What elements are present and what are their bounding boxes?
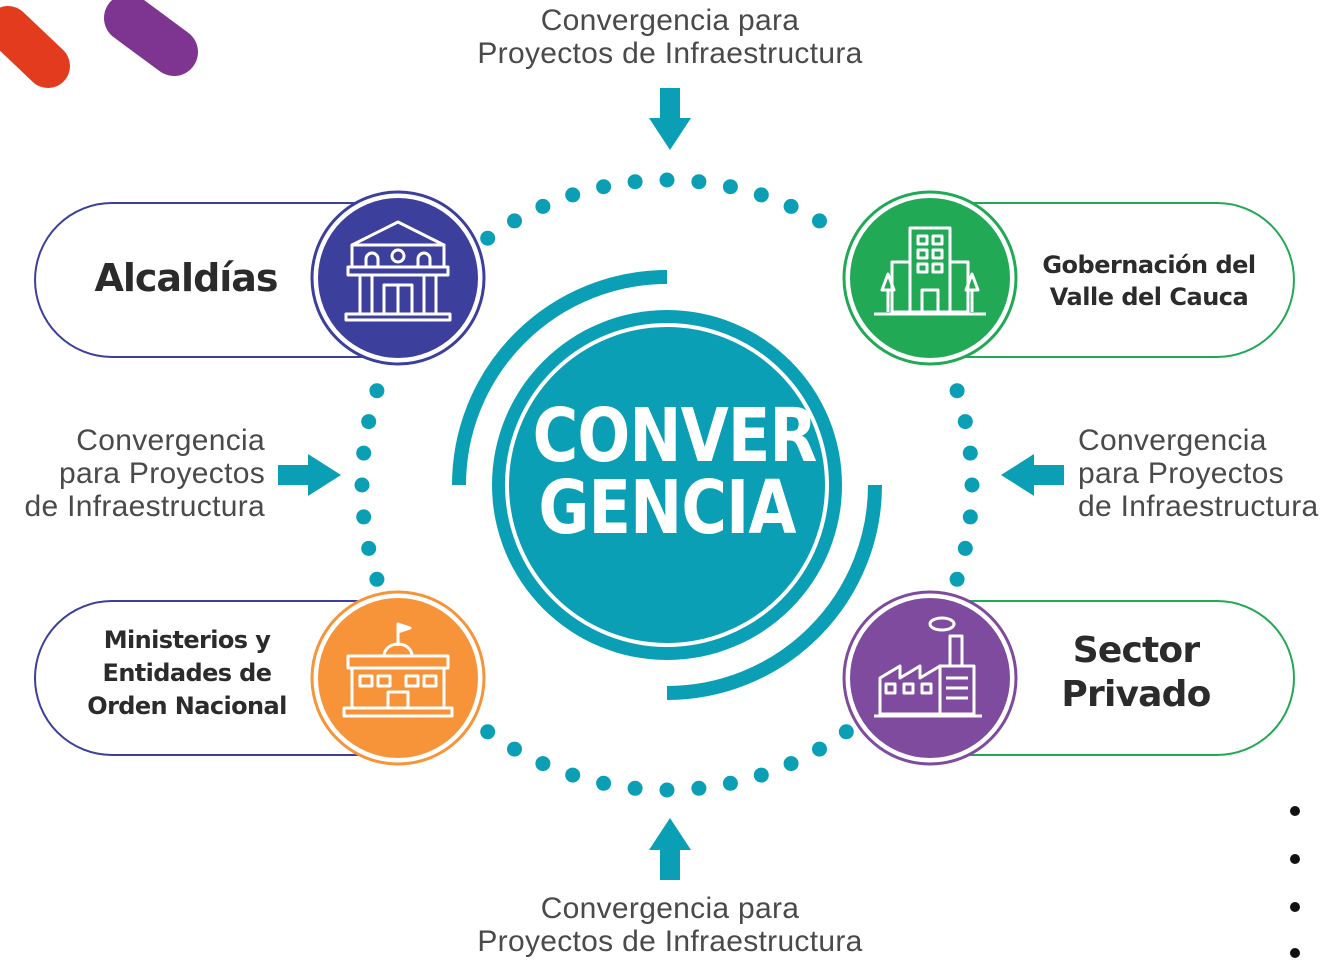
office-building-icon xyxy=(874,226,986,316)
ring-dot xyxy=(369,571,385,587)
government-building-icon xyxy=(342,622,454,718)
page-indicator-dots xyxy=(1288,800,1304,962)
ring-dot xyxy=(627,780,643,796)
center-arcs xyxy=(452,270,882,700)
ring-dot xyxy=(356,445,372,461)
ring-dot xyxy=(722,179,738,195)
ring-dot xyxy=(753,767,769,783)
pill-gobernacion xyxy=(930,202,1295,358)
caption-left: Convergencia para Proyectos de Infraestr… xyxy=(0,424,265,523)
caption-left-line-2: para Proyectos xyxy=(59,457,265,490)
ring-dot xyxy=(722,775,738,791)
ring-dot xyxy=(962,445,978,461)
node-label-sector-privado-line-1: Sector xyxy=(1072,630,1200,671)
ring-dot xyxy=(949,571,965,587)
node-label-alcaldias: Alcaldías xyxy=(60,240,312,316)
caption-right-line-3: de Infraestructura xyxy=(1078,490,1319,523)
node-label-gobernacion: Gobernación del Valle del Cauca xyxy=(1018,246,1280,316)
ring-dot xyxy=(565,767,581,783)
pill-ministerios xyxy=(34,600,398,756)
ring-dot xyxy=(369,383,385,399)
node-label-gobernacion-line-2: Valle del Cauca xyxy=(1049,283,1249,311)
node-label-sector-privado: Sector Privado xyxy=(1020,628,1252,718)
ring-dot xyxy=(361,540,377,556)
ring-dot xyxy=(838,724,854,740)
node-label-ministerios-line-2: Entidades de xyxy=(102,658,273,687)
node-circle-gobernacion xyxy=(842,190,1018,366)
ring-dot xyxy=(691,780,707,796)
pill-sector-privado xyxy=(930,600,1295,756)
ring-dot xyxy=(659,782,675,798)
ring-dot xyxy=(480,230,496,246)
ring-dot xyxy=(949,383,965,399)
ring-dot xyxy=(535,198,551,214)
page-dot xyxy=(1290,948,1300,958)
factory-icon xyxy=(874,616,982,718)
town-hall-icon xyxy=(344,220,452,322)
caption-right-line-1: Convergencia xyxy=(1078,424,1267,457)
caption-top-line-1: Convergencia para xyxy=(540,4,800,37)
node-circle-alcaldias xyxy=(310,190,486,366)
caption-left-line-3: de Infraestructura xyxy=(24,490,265,523)
pill-alcaldias xyxy=(34,202,398,358)
caption-right: Convergencia para Proyectos de Infraestr… xyxy=(1078,424,1333,523)
center-circle xyxy=(492,310,842,660)
ring-dot xyxy=(507,213,522,229)
ring-dot xyxy=(812,741,827,757)
node-circle-ministerios xyxy=(310,590,486,766)
ring-dot xyxy=(957,540,973,556)
ring-dot xyxy=(565,187,581,203)
ring-dot xyxy=(480,724,496,740)
ring-dot xyxy=(691,174,707,190)
ring-dot xyxy=(783,198,799,214)
arrow-right-left xyxy=(1001,454,1064,496)
ring-dot xyxy=(535,756,551,772)
node-label-ministerios-line-3: Orden Nacional xyxy=(87,691,287,720)
center-title-line-1: CONVER xyxy=(532,393,818,479)
caption-bottom-line-2: Proyectos de Infraestructura xyxy=(477,925,863,958)
ring-dot xyxy=(812,213,827,229)
dotted-ring xyxy=(354,172,980,798)
ring-dot xyxy=(596,775,612,791)
brand-decoration xyxy=(0,0,198,88)
center-arc-left xyxy=(452,270,668,486)
node-circle-sector-privado xyxy=(842,590,1018,766)
center-arc-right xyxy=(666,484,882,700)
ring-dot xyxy=(356,509,372,525)
ring-dot xyxy=(354,477,370,493)
node-label-ministerios: Ministerios y Entidades de Orden Naciona… xyxy=(62,622,312,724)
ring-dot xyxy=(753,187,769,203)
ring-dot xyxy=(507,741,522,757)
caption-bottom-line-1: Convergencia para xyxy=(540,892,800,925)
page-dot xyxy=(1290,902,1300,912)
node-label-ministerios-line-1: Ministerios y xyxy=(103,625,271,654)
node-label-gobernacion-line-1: Gobernación del xyxy=(1042,251,1256,279)
caption-top-line-2: Proyectos de Infraestructura xyxy=(477,37,863,70)
center-title-line-2: GENCIA xyxy=(538,465,796,551)
node-label-alcaldias-line-1: Alcaldías xyxy=(94,256,278,300)
ring-dot xyxy=(957,414,973,430)
caption-left-line-1: Convergencia xyxy=(76,424,265,457)
caption-right-line-2: para Proyectos xyxy=(1078,457,1284,490)
arrow-bottom-up xyxy=(649,818,691,880)
page-dot xyxy=(1290,854,1300,864)
ring-dot xyxy=(659,172,675,188)
ring-dot xyxy=(962,509,978,525)
caption-bottom: Convergencia para Proyectos de Infraestr… xyxy=(420,892,920,958)
center-title: CONVER GENCIA xyxy=(532,393,818,551)
arrow-left-right xyxy=(278,454,341,496)
arrow-top-down xyxy=(649,88,691,150)
ring-dot xyxy=(596,179,612,195)
node-label-sector-privado-line-2: Privado xyxy=(1061,674,1211,715)
ring-dot xyxy=(627,174,643,190)
ring-dot xyxy=(783,756,799,772)
ring-dot xyxy=(361,414,377,430)
page-dot xyxy=(1290,806,1300,816)
ring-dot xyxy=(964,477,980,493)
caption-top: Convergencia para Proyectos de Infraestr… xyxy=(420,4,920,70)
